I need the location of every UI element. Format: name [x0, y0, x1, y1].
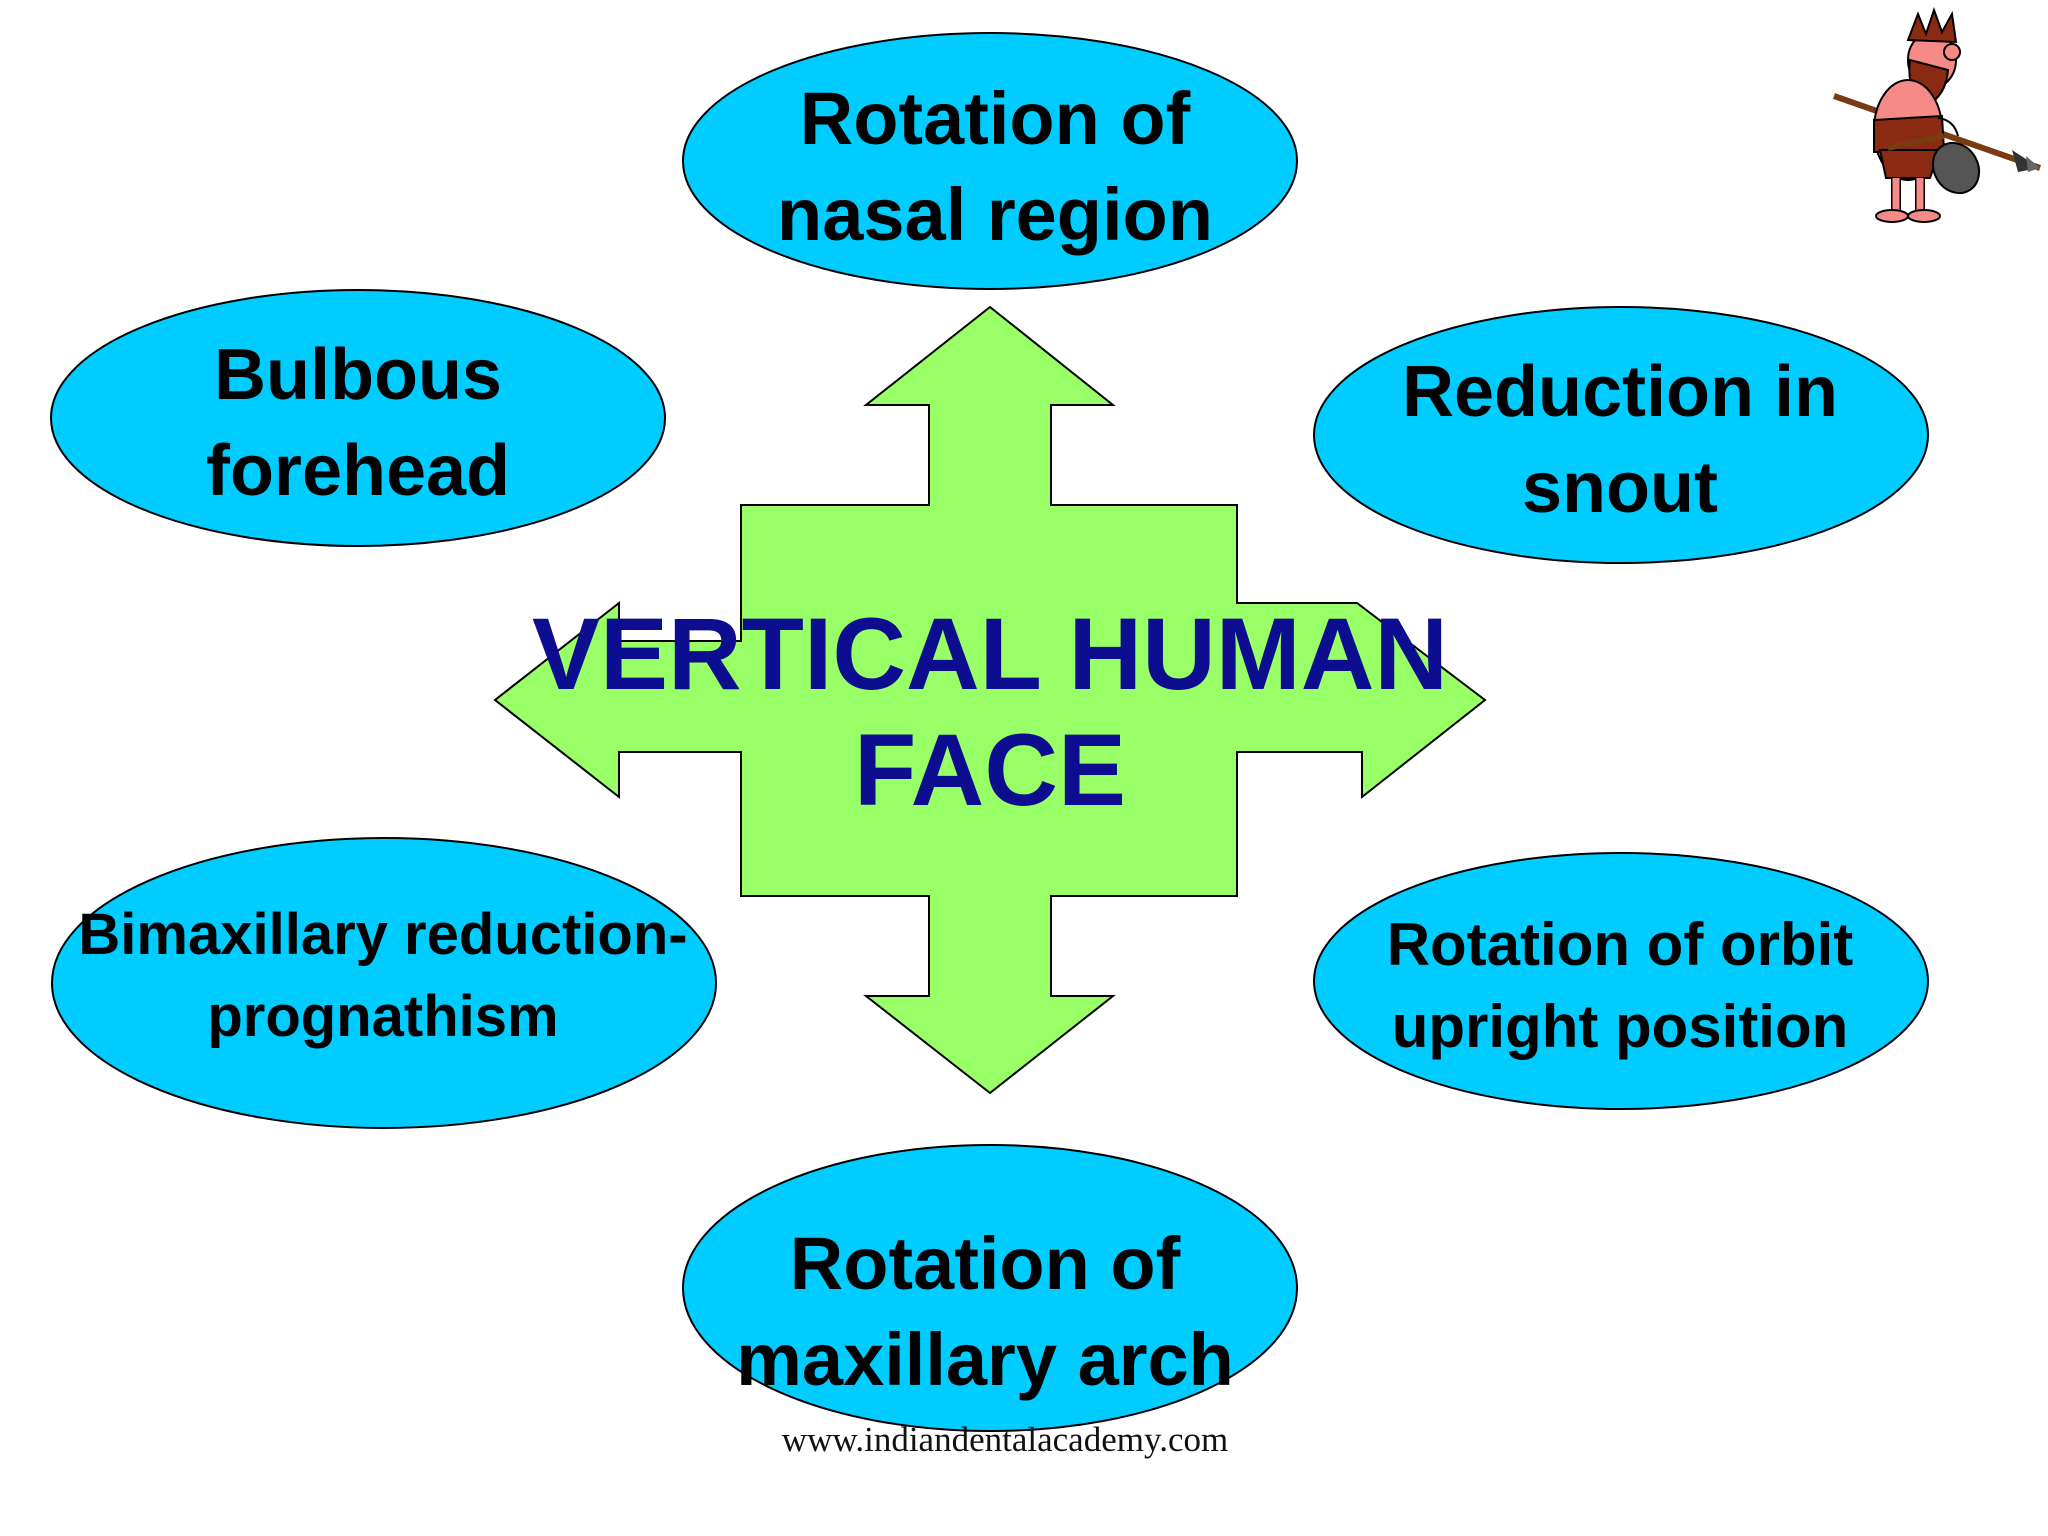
node-top-line1: Rotation of: [799, 77, 1191, 160]
ellipse-bottom: [682, 1144, 1298, 1432]
center-title-line1: VERTICAL HUMAN: [531, 597, 1449, 711]
ellipse-upper-left: [50, 289, 666, 547]
node-bimaxillary-reduction: Bimaxillary reduction- prognathism: [78, 894, 687, 1058]
caveman-with-spear-and-club-icon: [1833, 6, 2041, 223]
ellipse-upper-right: [1313, 306, 1929, 564]
node-lower-right-line2: upright position: [1391, 993, 1849, 1060]
node-upper-right-line1: Reduction in: [1402, 352, 1838, 432]
center-title-line2: FACE: [853, 713, 1127, 827]
node-bottom-line2: maxillary arch: [736, 1318, 1234, 1401]
ellipse-top: [682, 32, 1298, 290]
node-lower-left-line2: prognathism: [207, 984, 559, 1049]
ellipse-lower-left: [51, 837, 717, 1129]
node-upper-left-line2: forehead: [205, 431, 511, 511]
node-rotation-maxillary-arch: Rotation of maxillary arch: [736, 1216, 1234, 1408]
node-bulbous-forehead: Bulbous forehead: [206, 327, 510, 519]
four-way-arrow: [493, 305, 1487, 1095]
node-bottom-line1: Rotation of: [789, 1222, 1181, 1305]
node-reduction-in-snout: Reduction in snout: [1402, 344, 1838, 536]
footer-url: www.indiandentalacademy.com: [781, 1420, 1229, 1459]
node-rotation-nasal-region: Rotation of nasal region: [777, 71, 1213, 263]
node-top-line2: nasal region: [777, 173, 1213, 256]
node-rotation-of-orbit: Rotation of orbit upright position: [1387, 904, 1854, 1068]
node-upper-right-line2: snout: [1522, 448, 1718, 528]
node-upper-left-line1: Bulbous: [214, 335, 502, 415]
center-title: VERTICAL HUMAN FACE: [532, 596, 1448, 828]
node-lower-left-line1: Bimaxillary reduction-: [78, 902, 688, 967]
node-lower-right-line1: Rotation of orbit: [1386, 911, 1854, 978]
ellipse-lower-right: [1313, 852, 1929, 1110]
